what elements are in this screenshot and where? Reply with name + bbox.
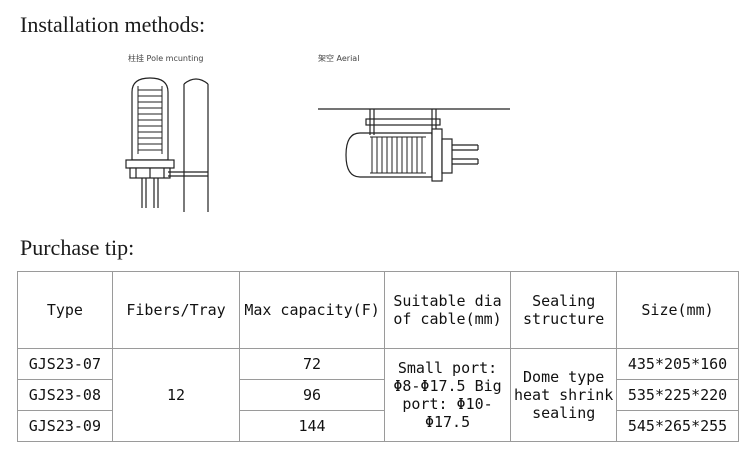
header-size: Size(mm) (616, 271, 739, 349)
cell-type: GJS23-08 (17, 379, 113, 411)
pole-mounting-drawing (125, 77, 209, 212)
cell-type: GJS23-07 (17, 348, 113, 380)
table-row: GJS23-07 12 72 Small port: Φ8-Φ17.5 Big … (17, 348, 739, 442)
aerial-caption: 架空 Aerial (318, 54, 360, 63)
header-fibers-tray: Fibers/Tray (111, 271, 241, 349)
cell-fibers-per-tray: 12 (111, 348, 241, 442)
table-header-row: Type Fibers/Tray Max capacity(F) Suitabl… (17, 271, 739, 349)
cell-sealing: Dome type heat shrink sealing (510, 348, 618, 442)
cell-cable-dia: Small port: Φ8-Φ17.5 Big port: Φ10-Φ17.5 (383, 348, 512, 442)
cell-size: 535*225*220 (616, 379, 739, 411)
header-cable-dia: Suitable dia of cable(mm) (383, 271, 512, 349)
header-max-capacity: Max capacity(F) (239, 271, 385, 349)
cell-capacity: 72 (239, 348, 385, 380)
cell-capacity: 96 (239, 379, 385, 411)
table-row: GJS23-09 144 545*265*255 (17, 410, 739, 442)
header-sealing: Sealing structure (510, 271, 618, 349)
pole-mounting-caption: 柱挂 Pole mcunting (128, 54, 204, 63)
table-row: GJS23-08 96 535*225*220 (17, 379, 739, 411)
aerial-drawing (318, 108, 510, 182)
purchase-tip-heading: Purchase tip: (20, 235, 135, 260)
header-type: Type (17, 271, 113, 349)
cell-capacity: 144 (239, 410, 385, 442)
cell-size: 545*265*255 (616, 410, 739, 442)
spec-table: Type Fibers/Tray Max capacity(F) Suitabl… (17, 271, 739, 442)
installation-heading: Installation methods: (20, 12, 206, 37)
cell-type: GJS23-09 (17, 410, 113, 442)
cell-size: 435*205*160 (616, 348, 739, 380)
